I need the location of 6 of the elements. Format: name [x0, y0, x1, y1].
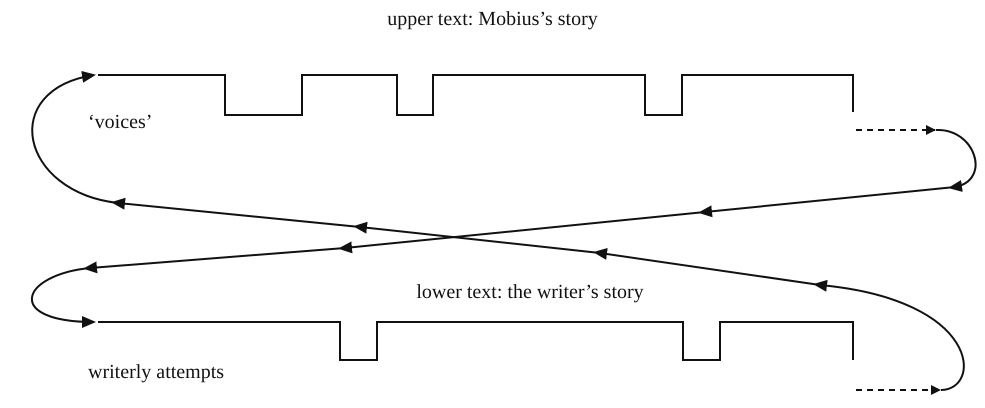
curved-arrow: [31, 71, 965, 391]
heading-label: upper text: Mobius’s story: [387, 8, 598, 30]
wave-caption: writerly attempts: [88, 362, 224, 382]
curved-arrow: [30, 129, 977, 328]
heading-label: lower text: the writer’s story: [416, 281, 644, 303]
wave-caption: ‘voices’: [88, 112, 152, 132]
